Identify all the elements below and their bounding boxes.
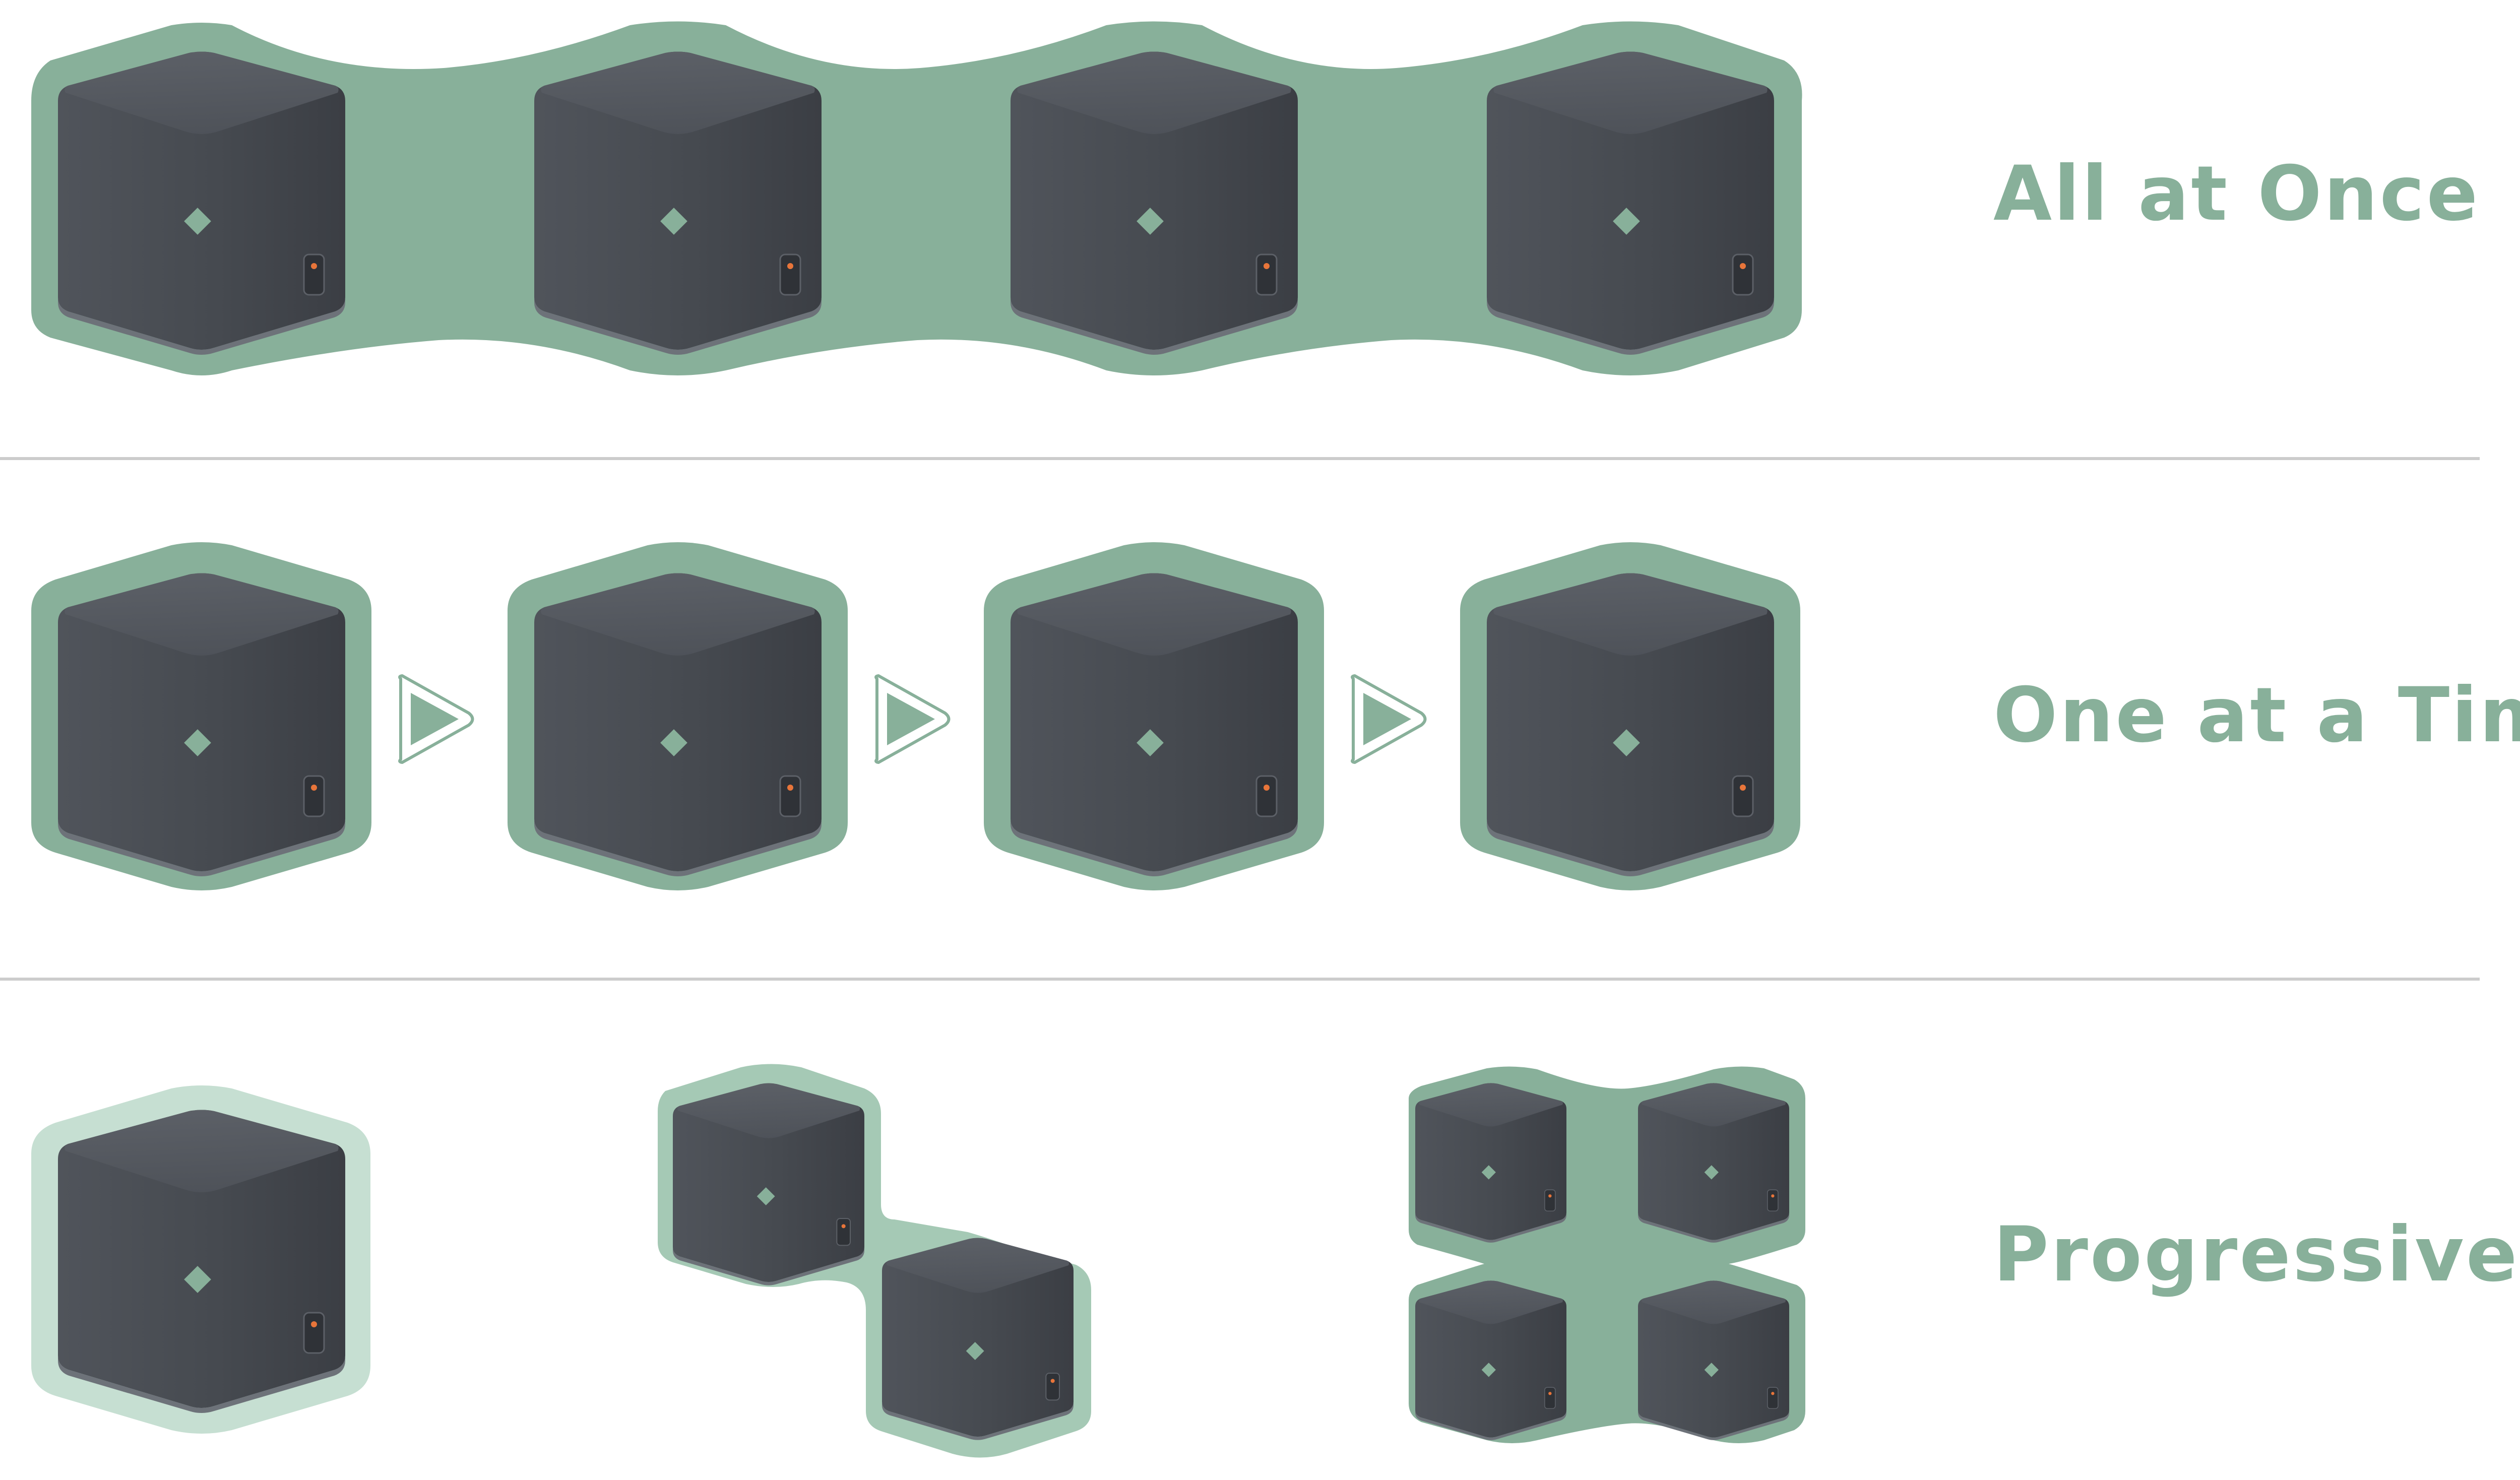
mesh-node-cube-progressive-single [58, 1110, 345, 1413]
mesh-node-cube-all-2 [534, 51, 822, 355]
port-icon [1255, 775, 1278, 817]
label-progressive: Progressive [1993, 1211, 2519, 1299]
port-icon [303, 1312, 325, 1354]
port-icon [1732, 775, 1754, 817]
row-one-at-a-time-group [31, 542, 1800, 890]
port-icon [779, 253, 801, 296]
port-icon [1767, 1189, 1779, 1212]
mesh-node-cube-sequential-3 [1011, 573, 1298, 876]
port-icon [303, 253, 325, 296]
port-icon [836, 1218, 851, 1246]
play-arrow-icon-3 [1351, 674, 1427, 764]
port-icon [303, 775, 325, 817]
mesh-node-cube-progressive-pair-1 [673, 1083, 864, 1285]
label-all-at-once: All at Once [1993, 150, 2480, 238]
mesh-node-cube-sequential-2 [534, 573, 822, 876]
port-icon [1255, 253, 1278, 296]
mesh-node-cube-all-3 [1011, 51, 1298, 355]
port-icon [779, 775, 801, 817]
mesh-node-cube-progressive-pair-2 [882, 1238, 1074, 1440]
mesh-node-cube-progressive-quad-2 [1638, 1083, 1789, 1243]
port-icon [1767, 1387, 1779, 1409]
port-icon [1544, 1189, 1556, 1212]
row-progressive-group [31, 1064, 1805, 1458]
mesh-node-cube-progressive-quad-1 [1415, 1083, 1566, 1243]
mesh-node-cube-progressive-quad-4 [1638, 1280, 1789, 1440]
play-arrow-icon-2 [874, 674, 951, 764]
row-all-at-once-group [31, 21, 1802, 375]
label-one-at-a-time: One at a Time [1993, 672, 2520, 759]
play-arrow-icon-1 [398, 674, 474, 764]
divider-2 [0, 978, 2480, 981]
shared-halo-all-at-once [31, 21, 1802, 375]
mesh-node-cube-sequential-1 [58, 573, 345, 876]
port-icon [1732, 253, 1754, 296]
status-indicator-icon [184, 208, 211, 235]
mesh-node-cube-all-1 [58, 51, 345, 355]
mesh-node-cube-sequential-4 [1487, 573, 1774, 876]
mesh-node-cube-progressive-quad-3 [1415, 1280, 1566, 1440]
divider-1 [0, 457, 2480, 460]
port-icon [1544, 1387, 1556, 1409]
port-icon [1045, 1373, 1060, 1401]
mesh-node-cube-all-4 [1487, 51, 1774, 355]
